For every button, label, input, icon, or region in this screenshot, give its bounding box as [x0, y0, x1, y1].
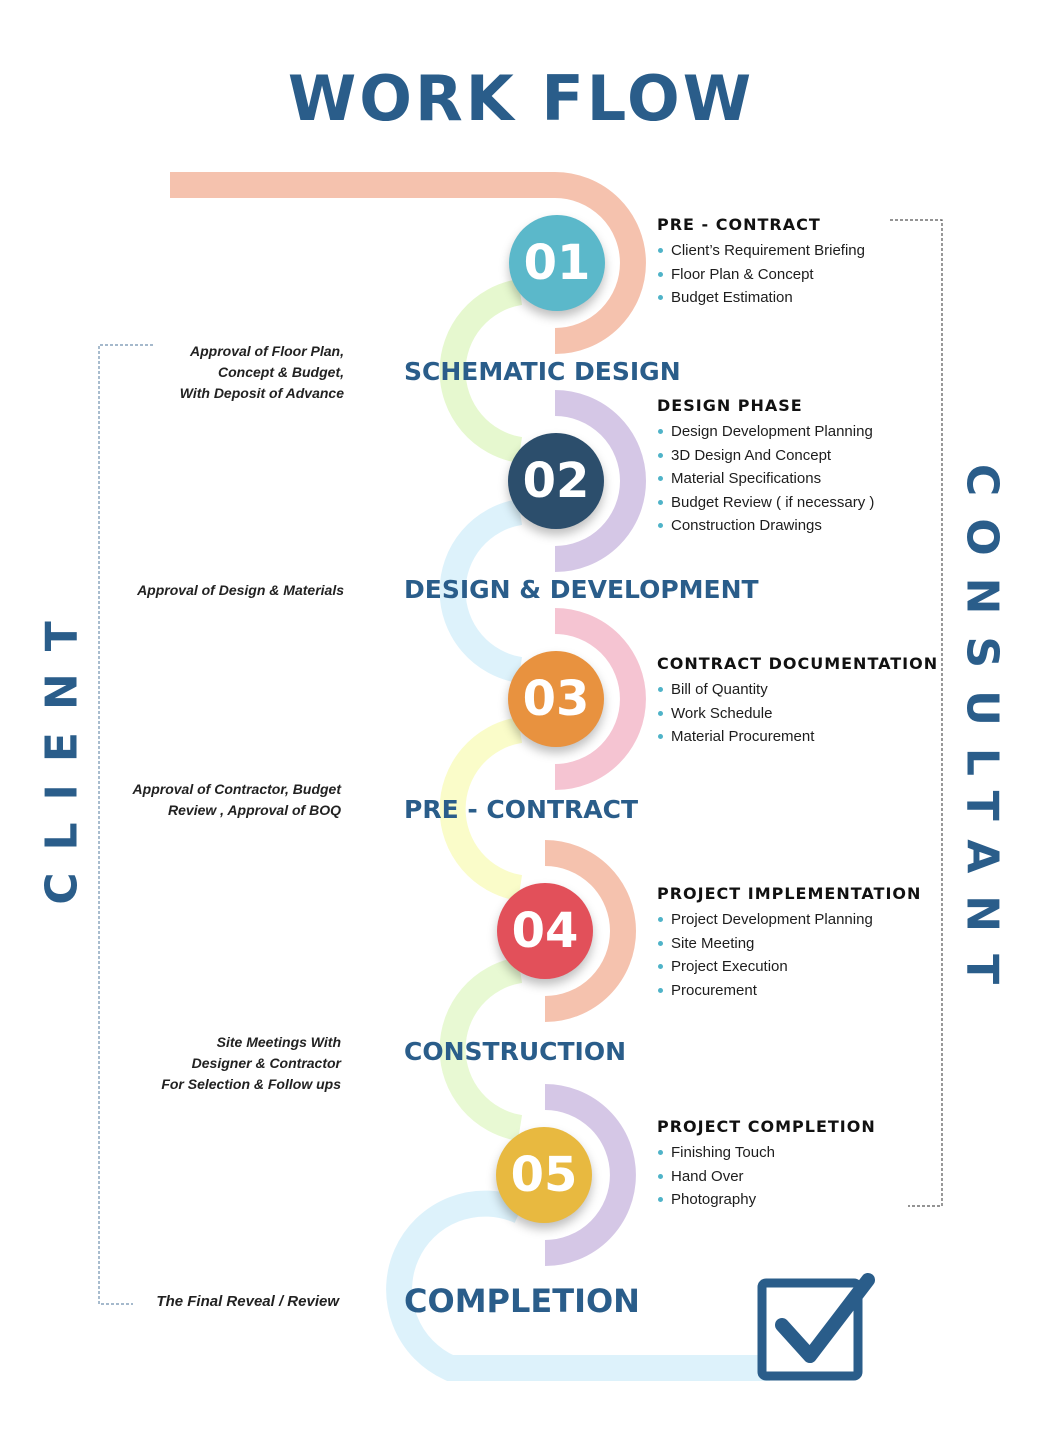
- list-item: Material Procurement: [657, 725, 938, 749]
- consultant-panel-4: PROJECT IMPLEMENTATION Project Developme…: [657, 884, 921, 1002]
- note-line: Designer & Contractor: [191, 1055, 341, 1071]
- client-note-1: Approval of Floor Plan, Concept & Budget…: [180, 341, 344, 404]
- panel-list: Finishing Touch Hand Over Photography: [657, 1141, 876, 1212]
- consultant-panel-1: PRE - CONTRACT Client’s Requirement Brie…: [657, 215, 865, 310]
- list-item: Finishing Touch: [657, 1141, 876, 1165]
- arc-segment-5: [554, 608, 646, 790]
- consultant-panel-3: CONTRACT DOCUMENTATION Bill of Quantity …: [657, 654, 938, 749]
- note-line: Approval of Design & Materials: [137, 582, 344, 598]
- arc-segment-9: [544, 1084, 636, 1266]
- list-item: Design Development Planning: [657, 420, 874, 444]
- list-item: Photography: [657, 1188, 876, 1212]
- arc-segment-4: [439, 499, 523, 683]
- step-number-badge-4: 04: [497, 883, 593, 979]
- list-item: Budget Estimation: [657, 286, 865, 310]
- panel-list: Client’s Requirement Briefing Floor Plan…: [657, 239, 865, 310]
- note-line: Site Meetings With: [216, 1034, 341, 1050]
- note-line: Review , Approval of BOQ: [168, 802, 341, 818]
- client-side-label: CLIENT: [36, 599, 88, 905]
- list-item: Project Execution: [657, 955, 921, 979]
- arc-segment-10: [386, 1190, 770, 1381]
- list-item: Procurement: [657, 979, 921, 1003]
- stage-label-construction: CONSTRUCTION: [404, 1037, 627, 1066]
- arc-segment-6: [439, 717, 523, 901]
- client-note-4: Site Meetings With Designer & Contractor…: [161, 1032, 341, 1095]
- page-title: WORK FLOW: [287, 62, 755, 135]
- list-item: Construction Drawings: [657, 514, 874, 538]
- note-line: Approval of Floor Plan,: [189, 343, 344, 359]
- list-item: Hand Over: [657, 1165, 876, 1189]
- panel-list: Project Development Planning Site Meetin…: [657, 908, 921, 1002]
- consultant-panel-5: PROJECT COMPLETION Finishing Touch Hand …: [657, 1117, 876, 1212]
- list-item: Material Specifications: [657, 467, 874, 491]
- consultant-bracket: [890, 219, 943, 1207]
- consultant-panel-2: DESIGN PHASE Design Development Planning…: [657, 396, 874, 538]
- arc-segment-8: [439, 957, 523, 1141]
- note-line: The Final Reveal / Review: [156, 1293, 339, 1310]
- stage-label-pre-contract: PRE - CONTRACT: [404, 795, 639, 824]
- panel-heading: PROJECT COMPLETION: [657, 1117, 876, 1136]
- step-number-badge-5: 05: [496, 1127, 592, 1223]
- client-note-5: The Final Reveal / Review: [156, 1291, 339, 1312]
- panel-heading: DESIGN PHASE: [657, 396, 803, 415]
- list-item: Client’s Requirement Briefing: [657, 239, 865, 263]
- stage-label-completion: COMPLETION: [404, 1282, 640, 1320]
- list-item: 3D Design And Concept: [657, 444, 874, 468]
- arc-segment-1: [170, 172, 646, 354]
- stage-label-design-development: DESIGN & DEVELOPMENT: [404, 575, 759, 604]
- list-item: Work Schedule: [657, 702, 938, 726]
- note-line: For Selection & Follow ups: [161, 1076, 341, 1092]
- panel-heading: CONTRACT DOCUMENTATION: [657, 654, 939, 673]
- arc-segment-3: [554, 390, 646, 572]
- arc-segment-7: [544, 840, 636, 1022]
- list-item: Site Meeting: [657, 932, 921, 956]
- arc-segment-2: [439, 279, 523, 463]
- panel-heading: PROJECT IMPLEMENTATION: [657, 884, 922, 903]
- consultant-side-label: CONSULTANT: [956, 463, 1008, 1007]
- note-line: Concept & Budget,: [218, 364, 344, 380]
- panel-list: Bill of Quantity Work Schedule Material …: [657, 678, 938, 749]
- checkbox-checked-icon: [757, 1273, 875, 1381]
- client-note-3: Approval of Contractor, Budget Review , …: [133, 779, 341, 821]
- client-note-2: Approval of Design & Materials: [137, 580, 344, 601]
- note-line: Approval of Contractor, Budget: [132, 781, 341, 797]
- step-number-badge-2: 02: [508, 433, 604, 529]
- note-line: With Deposit of Advance: [179, 385, 344, 401]
- list-item: Project Development Planning: [657, 908, 921, 932]
- step-number-badge-3: 03: [508, 651, 604, 747]
- step-number-badge-1: 01: [509, 215, 605, 311]
- panel-heading: PRE - CONTRACT: [657, 215, 821, 234]
- list-item: Floor Plan & Concept: [657, 263, 865, 287]
- list-item: Bill of Quantity: [657, 678, 938, 702]
- panel-list: Design Development Planning 3D Design An…: [657, 420, 874, 538]
- stage-label-schematic-design: SCHEMATIC DESIGN: [404, 357, 681, 386]
- list-item: Budget Review ( if necessary ): [657, 491, 874, 515]
- client-bracket: [98, 344, 153, 1305]
